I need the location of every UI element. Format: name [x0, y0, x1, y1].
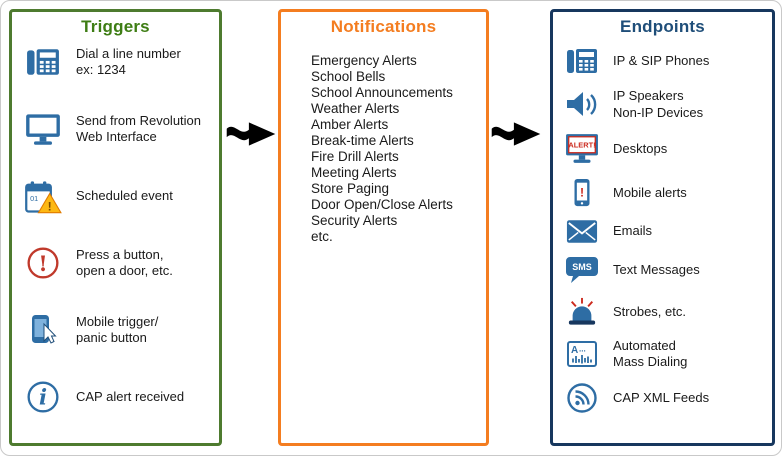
strobe-icon — [561, 297, 603, 327]
list-item: Send from Revolution Web Interface — [20, 111, 213, 147]
mobile-touch-icon — [20, 312, 66, 348]
calendar-warning-icon: 01 ! — [20, 179, 66, 215]
trigger-label: Press a button, open a door, etc. — [76, 247, 173, 279]
svg-text:i: i — [39, 385, 47, 410]
sms-bubble-icon: SMS — [561, 255, 603, 285]
svg-text:!: ! — [38, 252, 47, 277]
list-item: 01 ! Scheduled event — [20, 179, 213, 215]
notifications-panel: Notifications Emergency Alerts School Be… — [278, 9, 489, 446]
list-item: Break-time Alerts — [311, 133, 414, 148]
info-circle-icon: i — [20, 380, 66, 414]
list-item: i CAP alert received — [20, 380, 213, 414]
endpoint-label: Emails — [613, 223, 653, 239]
list-item: Mobile trigger/ panic button — [20, 312, 213, 348]
triggers-rows: Dial a line number ex: 1234 Send from Re… — [12, 37, 219, 428]
endpoints-panel: Endpoints IP & SIP Phones — [550, 9, 775, 446]
mobile-alert-icon: ! — [561, 178, 603, 208]
trigger-label: Send from Revolution Web Interface — [76, 112, 202, 144]
endpoint-label: Text Messages — [613, 262, 700, 278]
list-item: A ... Automated Mass Dialing — [561, 338, 766, 371]
list-item: Fire Drill Alerts — [311, 149, 399, 164]
endpoint-label: Strobes, etc. — [613, 303, 686, 319]
svg-text:!: ! — [48, 199, 52, 213]
list-item: Security Alerts — [311, 213, 398, 228]
list-item: SMS Text Messages — [561, 255, 766, 285]
list-item: Door Open/Close Alerts — [311, 197, 453, 212]
desktop-alert-icon: ALERT! — [561, 132, 603, 166]
endpoint-label: Automated Mass Dialing — [613, 338, 688, 370]
speaker-icon — [561, 89, 603, 121]
desk-phone-icon — [20, 45, 66, 79]
list-item: ! Mobile alerts — [561, 178, 766, 208]
list-item: ! Press a button, open a door, etc. — [20, 246, 213, 280]
list-item: Store Paging — [311, 181, 390, 196]
endpoint-label: CAP XML Feeds — [613, 389, 710, 405]
endpoint-label: Desktops — [613, 141, 668, 157]
trigger-label: CAP alert received — [76, 388, 185, 404]
endpoint-label: IP Speakers Non-IP Devices — [613, 88, 704, 120]
arrow-triggers-to-notifications — [224, 115, 278, 158]
svg-text:!: ! — [580, 185, 584, 199]
trigger-label: Scheduled event — [76, 188, 173, 204]
svg-text:A: A — [571, 345, 578, 356]
endpoints-title: Endpoints — [620, 17, 705, 36]
list-item: IP & SIP Phones — [561, 45, 766, 77]
mass-dialing-icon: A ... — [561, 338, 603, 370]
list-item: ALERT! Desktops — [561, 132, 766, 166]
email-icon — [561, 219, 603, 244]
list-item: CAP XML Feeds — [561, 382, 766, 414]
endpoints-rows: IP & SIP Phones IP Speakers Non-IP Devic… — [553, 37, 772, 428]
list-item: IP Speakers Non-IP Devices — [561, 88, 766, 121]
list-item: School Bells — [311, 69, 386, 84]
trigger-label: Mobile trigger/ panic button — [76, 313, 159, 346]
svg-text:SMS: SMS — [572, 262, 592, 272]
list-item: Meeting Alerts — [311, 165, 397, 180]
arrow-notifications-to-endpoints — [489, 115, 543, 158]
desk-phone-icon — [561, 45, 603, 77]
list-item: Dial a line number ex: 1234 — [20, 45, 213, 79]
svg-text:01: 01 — [30, 194, 38, 203]
list-item: Emergency Alerts — [311, 53, 417, 68]
svg-text:ALERT!: ALERT! — [568, 141, 595, 150]
endpoint-label: Mobile alerts — [613, 184, 687, 200]
exclamation-circle-icon: ! — [20, 246, 66, 280]
list-item: Emails — [561, 219, 766, 244]
triggers-title: Triggers — [81, 17, 150, 36]
monitor-icon — [20, 111, 66, 147]
endpoint-label: IP & SIP Phones — [613, 52, 710, 68]
list-item: etc. — [311, 229, 333, 244]
triggers-panel: Triggers Dial a line number e — [9, 9, 222, 446]
list-item: Amber Alerts — [311, 117, 389, 132]
cap-feed-icon — [561, 382, 603, 414]
list-item: Weather Alerts — [311, 101, 400, 116]
svg-text:...: ... — [579, 345, 586, 354]
notifications-list: Emergency Alerts School Bells School Ann… — [281, 37, 486, 245]
list-item: School Announcements — [311, 85, 453, 100]
trigger-label: Dial a line number ex: 1234 — [76, 45, 181, 77]
notifications-title: Notifications — [330, 17, 437, 36]
list-item: Strobes, etc. — [561, 297, 766, 327]
